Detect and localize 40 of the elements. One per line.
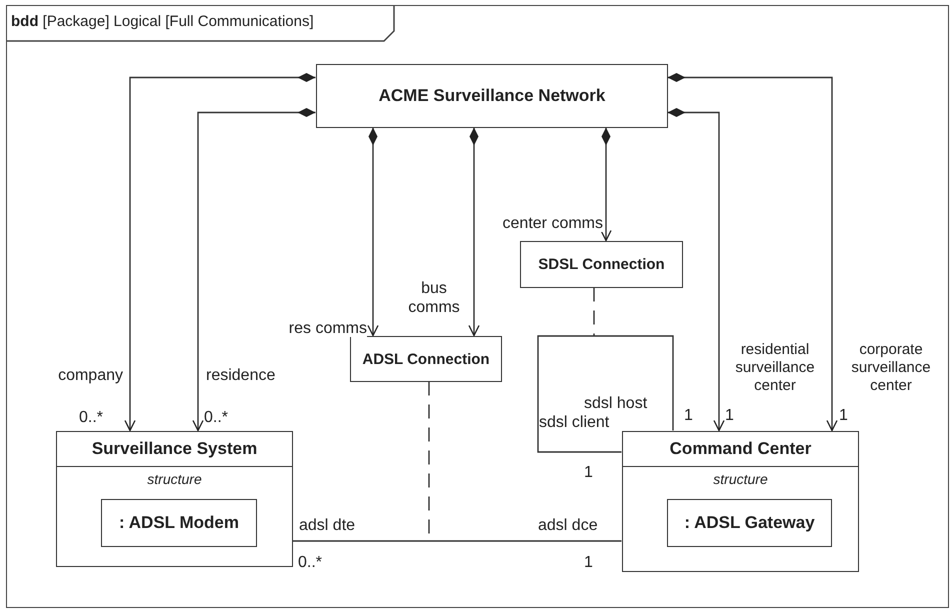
frame-heading: bdd [Package] Logical [Full Communications] xyxy=(11,13,314,30)
block-name: Surveillance System xyxy=(92,439,258,459)
composition-arrow xyxy=(367,128,379,336)
block-box xyxy=(622,431,859,572)
dashed-line xyxy=(593,288,595,336)
role-label: 1 xyxy=(584,464,593,482)
composition-arrow xyxy=(124,73,316,432)
role-label: 0..* xyxy=(204,409,228,428)
block-box xyxy=(56,431,293,567)
connector-line xyxy=(537,335,674,453)
node-label: ACME Surveillance Network xyxy=(378,86,606,106)
role-label: 0..* xyxy=(298,554,322,572)
class-box xyxy=(316,64,668,128)
composition-arrow xyxy=(468,128,480,336)
role-label: sdsl client xyxy=(539,414,610,432)
compartment-label: structure xyxy=(147,471,202,487)
composition-arrow xyxy=(668,73,838,432)
class-box xyxy=(520,241,683,288)
composition-arrow xyxy=(192,108,316,432)
node-label: ADSL Connection xyxy=(362,350,490,368)
compartment-label: structure xyxy=(713,471,768,487)
class-box xyxy=(350,336,502,382)
node-label: : ADSL Gateway xyxy=(684,513,815,533)
composition-arrow xyxy=(600,128,612,242)
diagram-frame xyxy=(6,5,949,608)
role-label: 0..* xyxy=(79,409,104,428)
connector-line xyxy=(292,540,622,542)
role-label: sdsl host xyxy=(584,395,648,414)
role-label: adsl dce xyxy=(538,517,598,536)
role-label: 1 xyxy=(584,554,593,572)
role-label: 1 xyxy=(684,407,693,426)
node-label: : ADSL Modem xyxy=(119,513,239,533)
role-label: 1 xyxy=(725,407,734,426)
class-box xyxy=(101,499,257,547)
role-label: adsl dte xyxy=(299,517,356,536)
block-name: Command Center xyxy=(670,439,812,459)
class-box xyxy=(667,499,832,547)
node-label: SDSL Connection xyxy=(538,256,665,273)
role-label: 1 xyxy=(839,407,848,426)
composition-arrow xyxy=(668,108,725,432)
